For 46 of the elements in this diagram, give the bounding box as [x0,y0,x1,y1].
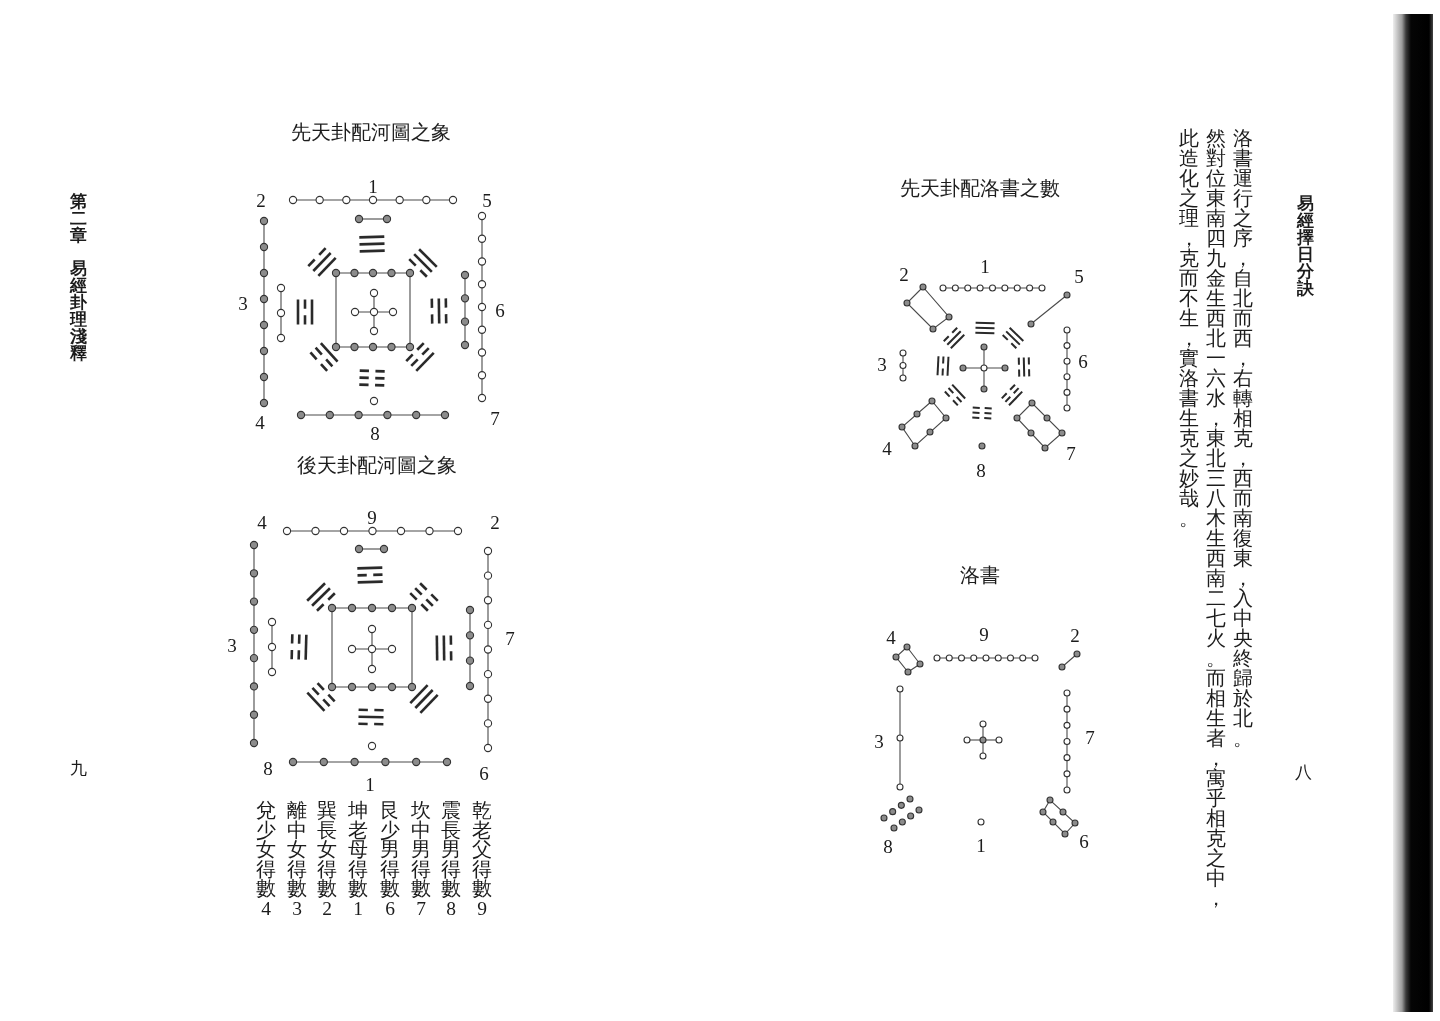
figure-title: 先天卦配河圖之象 [291,122,451,142]
page-number: 九 [69,759,87,777]
vertical-text: 兌少女得數4 [256,801,276,918]
vertical-text: 震長男得數8 [441,801,461,918]
number-label: 6 [479,763,489,783]
number-label: 7 [505,628,515,648]
number-label: 2 [490,512,500,532]
number-label: 1 [976,835,986,855]
number-label: 6 [1079,831,1089,851]
number-label: 8 [370,423,380,443]
number-label: 4 [886,627,896,647]
number-label: 5 [1074,266,1084,286]
number-label: 1 [365,774,375,794]
vertical-text: 乾老父得數9 [472,801,492,918]
number-label: 1 [980,256,990,276]
vertical-text: 坎中男得數7 [411,801,431,918]
number-label: 9 [979,624,989,644]
number-label: 1 [368,176,378,196]
number-label: 7 [1066,443,1076,463]
number-label: 4 [255,412,265,432]
vertical-text: 艮少男得數6 [380,801,400,918]
number-label: 9 [367,507,377,527]
number-label: 7 [490,408,500,428]
figure-title: 洛書 [960,565,1000,585]
running-header: 易經擇日分訣 [1296,195,1314,297]
vertical-text: 巽長女得數2 [317,801,337,918]
number-label: 7 [1085,727,1095,747]
number-label: 3 [227,635,237,655]
running-header: 易經卦理淺釋 [69,260,87,362]
body-text: 洛書運行之序，自北而西，右轉相克，西而南復東，入中央終歸於北。 [1233,128,1253,748]
number-label: 4 [882,438,892,458]
number-label: 3 [877,354,887,374]
figure-title: 後天卦配河圖之象 [297,455,457,475]
number-label: 8 [883,836,893,856]
number-label: 2 [899,264,909,284]
number-label: 3 [238,293,248,313]
number-label: 2 [1070,625,1080,645]
vertical-text: 離中女得數3 [287,801,307,918]
page-number: 八 [1294,763,1312,781]
number-label: 8 [976,460,986,480]
body-text: 然對位東南四九金生西北一六水，東北三八木生西南二七火。而相生者，寓乎相克之中，此造化之理，克而不生，實洛書生克之妙哉。 [1179,128,1226,911]
number-label: 6 [1078,351,1088,371]
figure-title: 先天卦配洛書之數 [900,178,1060,198]
number-label: 6 [495,300,505,320]
vertical-text: 坤老母得數1 [348,801,368,918]
running-header: 第二章 [69,193,87,244]
